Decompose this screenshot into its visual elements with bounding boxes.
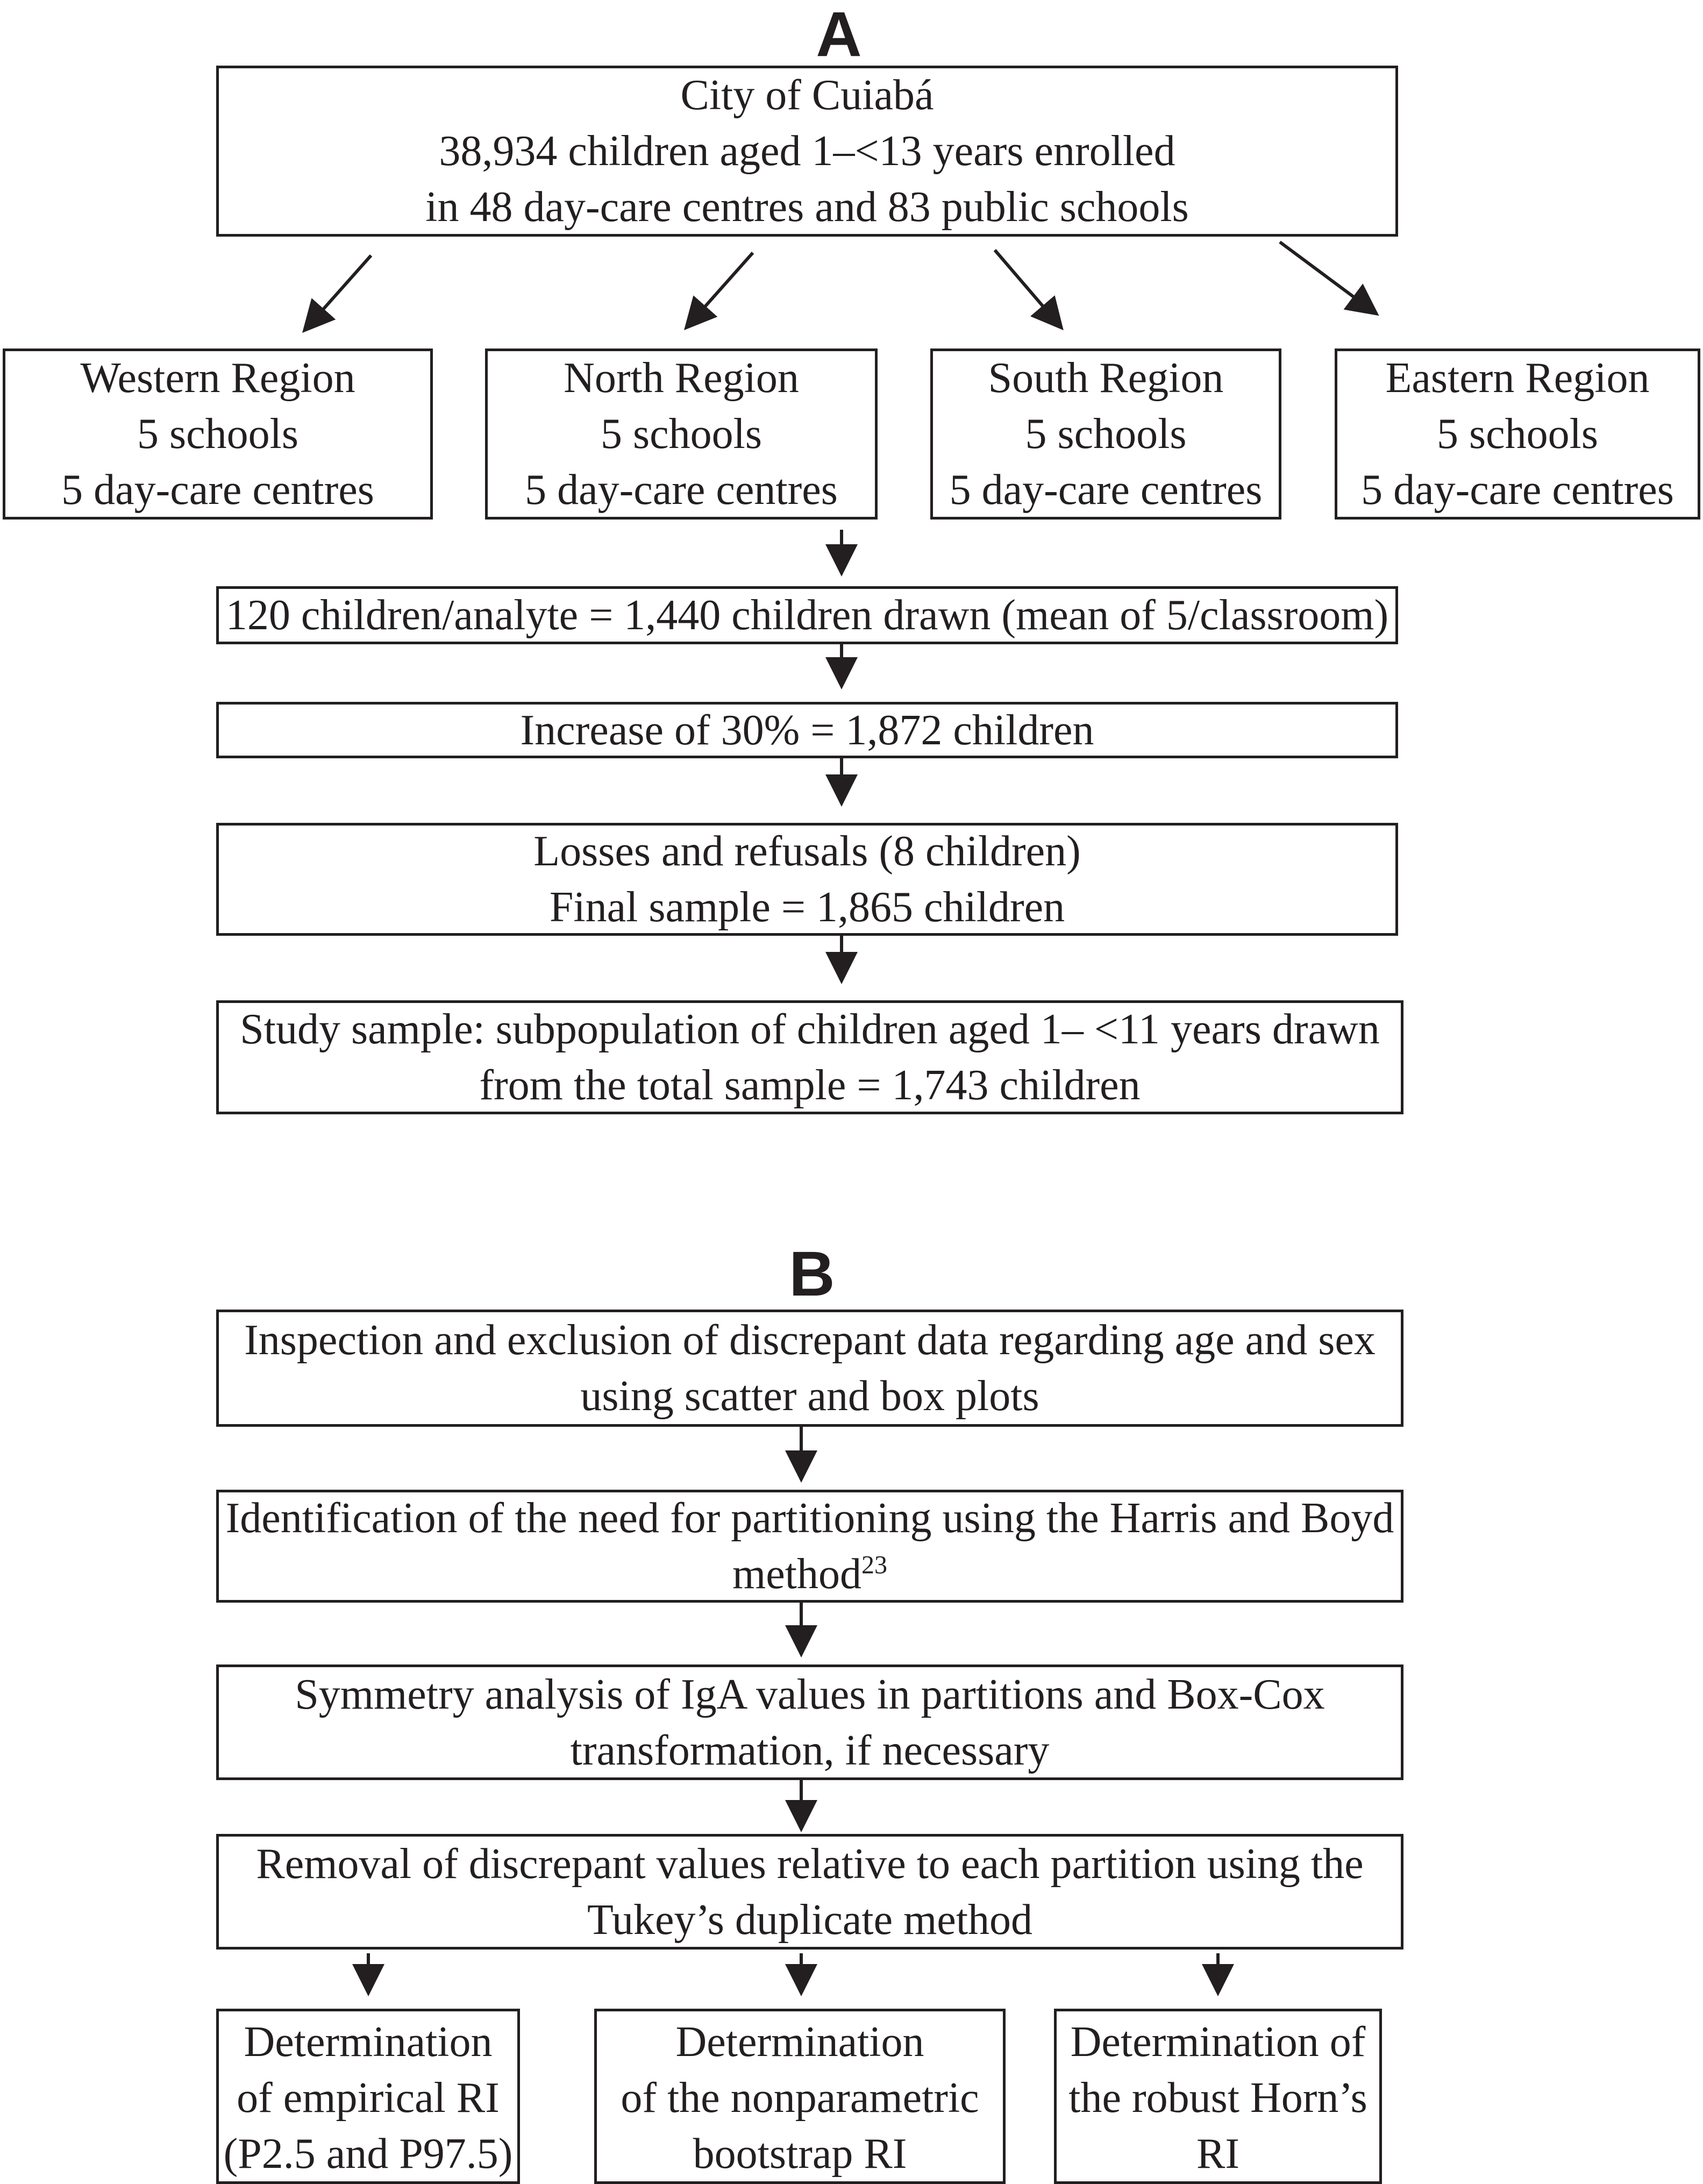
- empirical-line-1: Determination: [244, 2018, 493, 2066]
- bootstrap-line-3: bootstrap RI: [693, 2130, 907, 2178]
- reference-superscript: 23: [861, 1550, 887, 1580]
- horn-line-3: RI: [1196, 2130, 1239, 2178]
- region-schools: 5 schools: [601, 410, 762, 458]
- empirical-ri-box: Determination of empirical RI (P2.5 and …: [216, 2009, 520, 2184]
- bootstrap-line-1: Determination: [675, 2018, 924, 2066]
- removal-line-1: Removal of discrepant values relative to…: [256, 1840, 1364, 1888]
- drawn-box: 120 children/analyte = 1,440 children dr…: [216, 586, 1398, 644]
- region-daycare: 5 day-care centres: [61, 466, 374, 514]
- panel-b-label: B: [789, 1239, 835, 1310]
- study-line-2: from the total sample = 1,743 children: [479, 1062, 1141, 1109]
- bootstrap-line-2: of the nonparametric: [621, 2074, 979, 2122]
- inspection-box: Inspection and exclusion of discrepant d…: [216, 1310, 1403, 1427]
- empirical-line-3: (P2.5 and P97.5): [223, 2130, 513, 2178]
- city-box: City of Cuiabá 38,934 children aged 1–<1…: [216, 66, 1398, 237]
- arrow-to-eastern: [1279, 240, 1379, 316]
- region-schools: 5 schools: [1437, 410, 1598, 458]
- region-box-eastern: Eastern Region 5 schools 5 day-care cent…: [1335, 348, 1700, 520]
- symmetry-line-2: transformation, if necessary: [570, 1726, 1050, 1774]
- losses-line-2: Final sample = 1,865 children: [549, 884, 1065, 931]
- symmetry-line-1: Symmetry analysis of IgA values in parti…: [295, 1670, 1325, 1718]
- arrow-to-western: [302, 254, 373, 333]
- increase-text: Increase of 30% = 1,872 children: [520, 706, 1094, 754]
- region-name: North Region: [564, 354, 799, 402]
- symmetry-box: Symmetry analysis of IgA values in parti…: [216, 1664, 1403, 1780]
- identification-line-1: Identification of the need for partition…: [225, 1495, 1394, 1542]
- increase-box: Increase of 30% = 1,872 children: [216, 702, 1398, 758]
- horn-line-2: the robust Horn’s: [1068, 2074, 1367, 2122]
- removal-box: Removal of discrepant values relative to…: [216, 1834, 1403, 1950]
- identification-line-2: method23: [732, 1546, 887, 1602]
- city-line-2: 38,934 children aged 1–<13 years enrolle…: [439, 127, 1175, 175]
- region-box-south: South Region 5 schools 5 day-care centre…: [930, 348, 1281, 520]
- region-daycare: 5 day-care centres: [1361, 466, 1674, 514]
- horn-ri-box: Determination of the robust Horn’s RI: [1054, 2009, 1382, 2184]
- study-sample-box: Study sample: subpopulation of children …: [216, 1000, 1403, 1114]
- study-line-1: Study sample: subpopulation of children …: [240, 1006, 1380, 1053]
- losses-box: Losses and refusals (8 children) Final s…: [216, 823, 1398, 936]
- region-schools: 5 schools: [1025, 410, 1187, 458]
- arrow-to-south: [993, 249, 1064, 331]
- bootstrap-ri-box: Determination of the nonparametric boots…: [594, 2009, 1006, 2184]
- losses-line-1: Losses and refusals (8 children): [533, 828, 1081, 875]
- city-line-3: in 48 day-care centres and 83 public sch…: [425, 183, 1189, 231]
- removal-line-2: Tukey’s duplicate method: [587, 1896, 1033, 1944]
- identification-box: Identification of the need for partition…: [216, 1490, 1403, 1603]
- region-daycare: 5 day-care centres: [525, 466, 838, 514]
- region-name: South Region: [988, 354, 1224, 402]
- panel-a-label: A: [816, 0, 862, 70]
- empirical-line-2: of empirical RI: [237, 2074, 500, 2122]
- arrow-to-north: [684, 252, 754, 330]
- horn-line-1: Determination of: [1070, 2018, 1366, 2066]
- region-name: Eastern Region: [1385, 354, 1650, 402]
- region-box-north: North Region 5 schools 5 day-care centre…: [485, 348, 878, 520]
- region-box-western: Western Region 5 schools 5 day-care cent…: [3, 348, 433, 520]
- region-name: Western Region: [80, 354, 355, 402]
- inspection-line-2: using scatter and box plots: [580, 1372, 1039, 1420]
- region-schools: 5 schools: [137, 410, 298, 458]
- city-line-1: City of Cuiabá: [680, 72, 934, 119]
- inspection-line-1: Inspection and exclusion of discrepant d…: [244, 1317, 1376, 1364]
- drawn-text: 120 children/analyte = 1,440 children dr…: [225, 592, 1389, 639]
- region-daycare: 5 day-care centres: [949, 466, 1263, 514]
- identification-method: method: [732, 1550, 861, 1598]
